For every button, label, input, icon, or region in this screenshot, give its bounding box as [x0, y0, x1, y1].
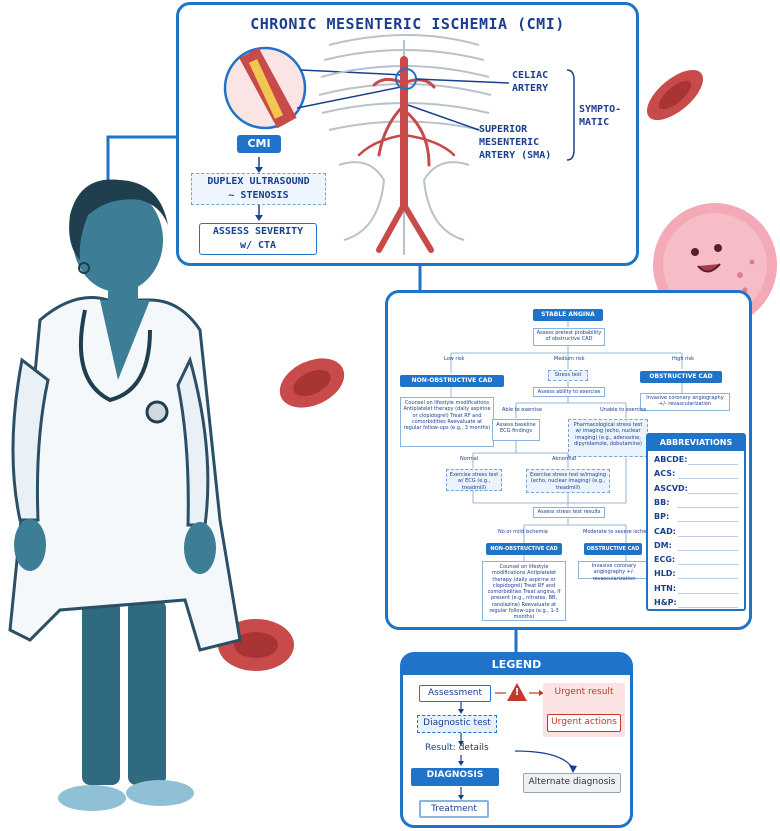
no-mild-label: No or mild ischemia: [498, 529, 548, 535]
legend-panel: LEGEND ! Assessment Urgent result Urgent…: [400, 652, 633, 828]
abbreviation-item: HTN:: [654, 583, 677, 593]
cmi-badge: CMI: [237, 135, 281, 153]
abbreviation-item: HLD:: [654, 569, 676, 579]
legend-result-line: Result: details: [425, 743, 489, 753]
counsel-bottom-box: Counsel on lifestyle modifications Antip…: [482, 561, 566, 621]
invasive-bottom-box: Invasive coronary angiography +/- revasc…: [578, 561, 650, 582]
sma-line-2: MESENTERIC: [479, 137, 540, 148]
celiac-line-1: CELIAC: [512, 70, 549, 81]
abbreviation-item: ACS:: [654, 469, 676, 479]
exercise-imaging-box: Exercise stress test w/imaging (echo, nu…: [526, 469, 610, 493]
doctor-illustration: [8, 179, 242, 811]
abbreviation-item: BB:: [654, 497, 670, 507]
obstructive-cad-top: OBSTRUCTIVE CAD: [640, 371, 722, 383]
atherosclerotic-artery-icon: [223, 46, 307, 130]
symptomatic-line-2: MATIC: [579, 117, 610, 128]
abbreviation-item: BP:: [654, 512, 670, 522]
page-title: CHRONIC MESENTERIC ISCHEMIA (CMI): [250, 15, 565, 33]
abbreviation-item: ASCVD:: [654, 483, 688, 493]
abbreviation-blank-line: [678, 607, 738, 608]
unable-label: Unable to exercise: [600, 407, 647, 413]
assess-baseline-box: Assess baseline ECG findings: [492, 419, 540, 441]
abbreviation-item: ECG:: [654, 555, 676, 565]
abbreviation-blank-line: [678, 478, 738, 480]
abbreviations-title: ABBREVIATIONS: [648, 435, 744, 451]
low-risk-label: Low risk: [444, 356, 465, 362]
able-label: Able to exercise: [502, 407, 542, 413]
abbreviation-blank-line: [678, 521, 738, 523]
symptomatic-label: SYMPTO- MATIC: [579, 103, 621, 129]
exercise-ecg-box: Exercise stress test w/ ECG (e.g., tread…: [446, 469, 502, 491]
abnormal-label: Abnormal: [552, 456, 577, 462]
legend-result-label: Result:: [425, 743, 456, 753]
sma-line-3: ARTERY (SMA): [479, 150, 552, 161]
abbreviation-item: H&P:: [654, 598, 677, 607]
obstructive-cad-bottom: OBSTRUCTIVE CAD: [584, 543, 642, 555]
assess-results-box: Assess stress test results: [533, 507, 605, 518]
abbreviation-blank-line: [678, 592, 738, 594]
abbreviation-blank-line: [678, 535, 738, 537]
abbreviation-item: CAD:: [654, 526, 676, 536]
moderate-severe-label: Moderate to severe ischemia: [583, 529, 656, 535]
counsel-top-box: Counsel on lifestyle modifications Antip…: [400, 397, 494, 447]
duplex-line-1: DUPLEX ULTRASOUND: [207, 176, 310, 187]
flowchart-panel: STABLE ANGINA Assess pretest probability…: [385, 290, 752, 630]
legend-assessment: Assessment: [419, 685, 491, 702]
assess-line-2: w/ CTA: [239, 240, 277, 251]
legend-diagnostic-test: Diagnostic test: [417, 715, 497, 733]
assess-line-1: ASSESS SEVERITY: [212, 226, 304, 237]
pharma-stress-box: Pharmacological stress test w/ imaging (…: [568, 419, 648, 457]
non-obstructive-cad-bottom: NON-OBSTRUCTIVE CAD: [486, 543, 562, 555]
invasive-top-box: Invasive coronary angiography +/- revasc…: [640, 393, 730, 411]
assess-severity-box: ASSESS SEVERITY w/ CTA: [199, 223, 317, 255]
artery-illustration: [223, 34, 575, 255]
medium-risk-label: Medium risk: [554, 356, 585, 362]
abbreviation-item: ABCDE:: [654, 455, 688, 464]
legend-treatment: Treatment: [419, 800, 489, 818]
legend-alternate-diagnosis: Alternate diagnosis: [523, 773, 621, 793]
abbreviation-blank-line: [688, 492, 738, 494]
stress-test-box: Stress test: [548, 370, 588, 381]
legend-title: LEGEND: [403, 655, 630, 675]
flowchart-connectors: [450, 321, 683, 561]
abbreviation-blank-line: [678, 578, 738, 580]
assess-probability-box: Assess pretest probability of obstructiv…: [533, 328, 605, 346]
assess-ability-box: Assess ability to exercise: [533, 387, 605, 397]
celiac-line-2: ARTERY: [512, 83, 549, 94]
abbreviation-blank-line: [678, 506, 738, 508]
normal-label: Normal: [460, 456, 479, 462]
abbreviations-card: ABBREVIATIONS ABCDE: ACS: ASCVD: BB: BP: CAD:…: [646, 433, 746, 611]
symptomatic-line-1: SYMPTO-: [579, 104, 622, 115]
legend-urgent-result: Urgent result: [554, 687, 614, 697]
legend-diagnosis: DIAGNOSIS: [411, 768, 499, 786]
celiac-artery-label: CELIAC ARTERY: [512, 69, 548, 95]
red-blood-cell-icon: [646, 69, 704, 121]
stable-angina-box: STABLE ANGINA: [533, 309, 603, 321]
duplex-line-2: ~ STENOSIS: [228, 190, 289, 201]
cmi-panel: CHRONIC MESENTERIC ISCHEMIA (CMI): [176, 2, 639, 266]
high-risk-label: High risk: [672, 356, 695, 362]
non-obstructive-cad-top: NON-OBSTRUCTIVE CAD: [400, 375, 504, 387]
warning-mark: !: [514, 687, 520, 698]
abbreviation-blank-line: [678, 564, 738, 566]
sma-line-1: SUPERIOR: [479, 124, 528, 135]
abbreviation-blank-line: [678, 549, 738, 551]
red-blood-cell-icon: [279, 358, 345, 408]
abbreviation-item: DM:: [654, 540, 672, 550]
duplex-ultrasound-box: DUPLEX ULTRASOUND ~ STENOSIS: [191, 173, 326, 205]
legend-result-details: details: [458, 743, 489, 753]
sma-label: SUPERIOR MESENTERIC ARTERY (SMA): [479, 123, 551, 162]
abbreviation-blank-line: [688, 464, 738, 465]
legend-urgent-actions: Urgent actions: [547, 714, 621, 732]
warning-triangle-icon: [507, 683, 527, 701]
